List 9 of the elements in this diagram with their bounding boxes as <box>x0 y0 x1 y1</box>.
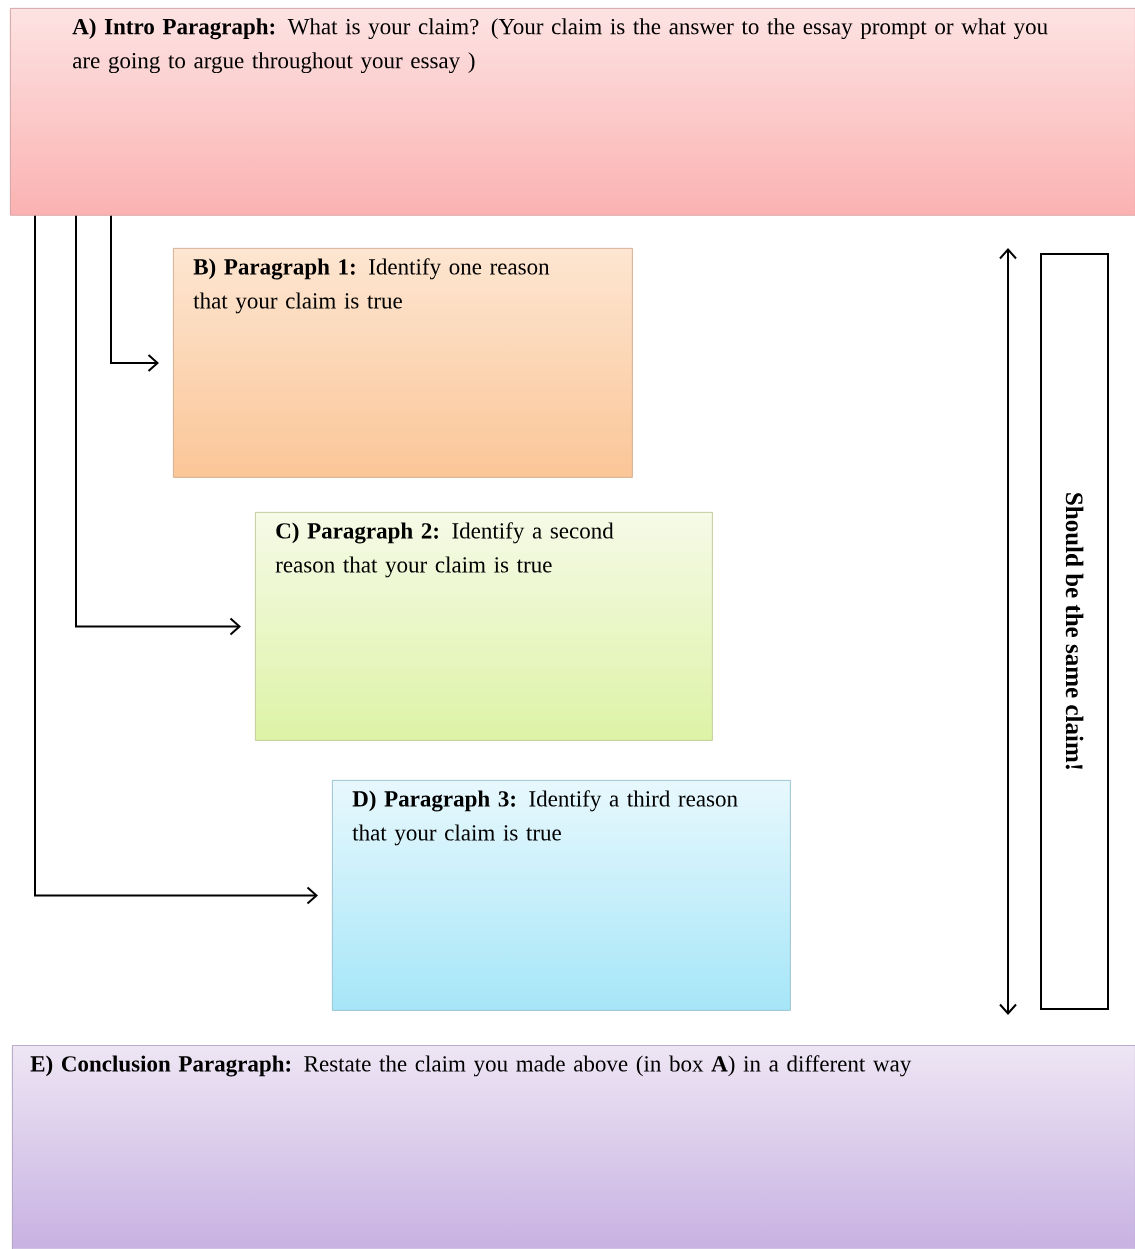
elbow-arrow <box>34 214 318 905</box>
paragraph-box: E) Conclusion Paragraph: Restate the claim you made above (in box A) in a different way <box>12 1045 1135 1249</box>
elbow-arrow <box>75 214 241 636</box>
elbow-arrow <box>110 214 159 372</box>
paragraph-box: D) Paragraph 3: Identify a third reason that your claim is true <box>332 780 791 1011</box>
paragraph-box: B) Paragraph 1: Identify one reason that your claim is true <box>173 248 633 478</box>
label-box: Should be the same claim! <box>1040 253 1109 1010</box>
paragraph-box: C) Paragraph 2: Identify a second reason that your claim is true <box>255 512 713 741</box>
paragraph-box: A) Intro Paragraph: What is your claim? (Your claim is the answer to the essay prompt or what you are going to argue throughout your essay ) <box>10 8 1135 216</box>
